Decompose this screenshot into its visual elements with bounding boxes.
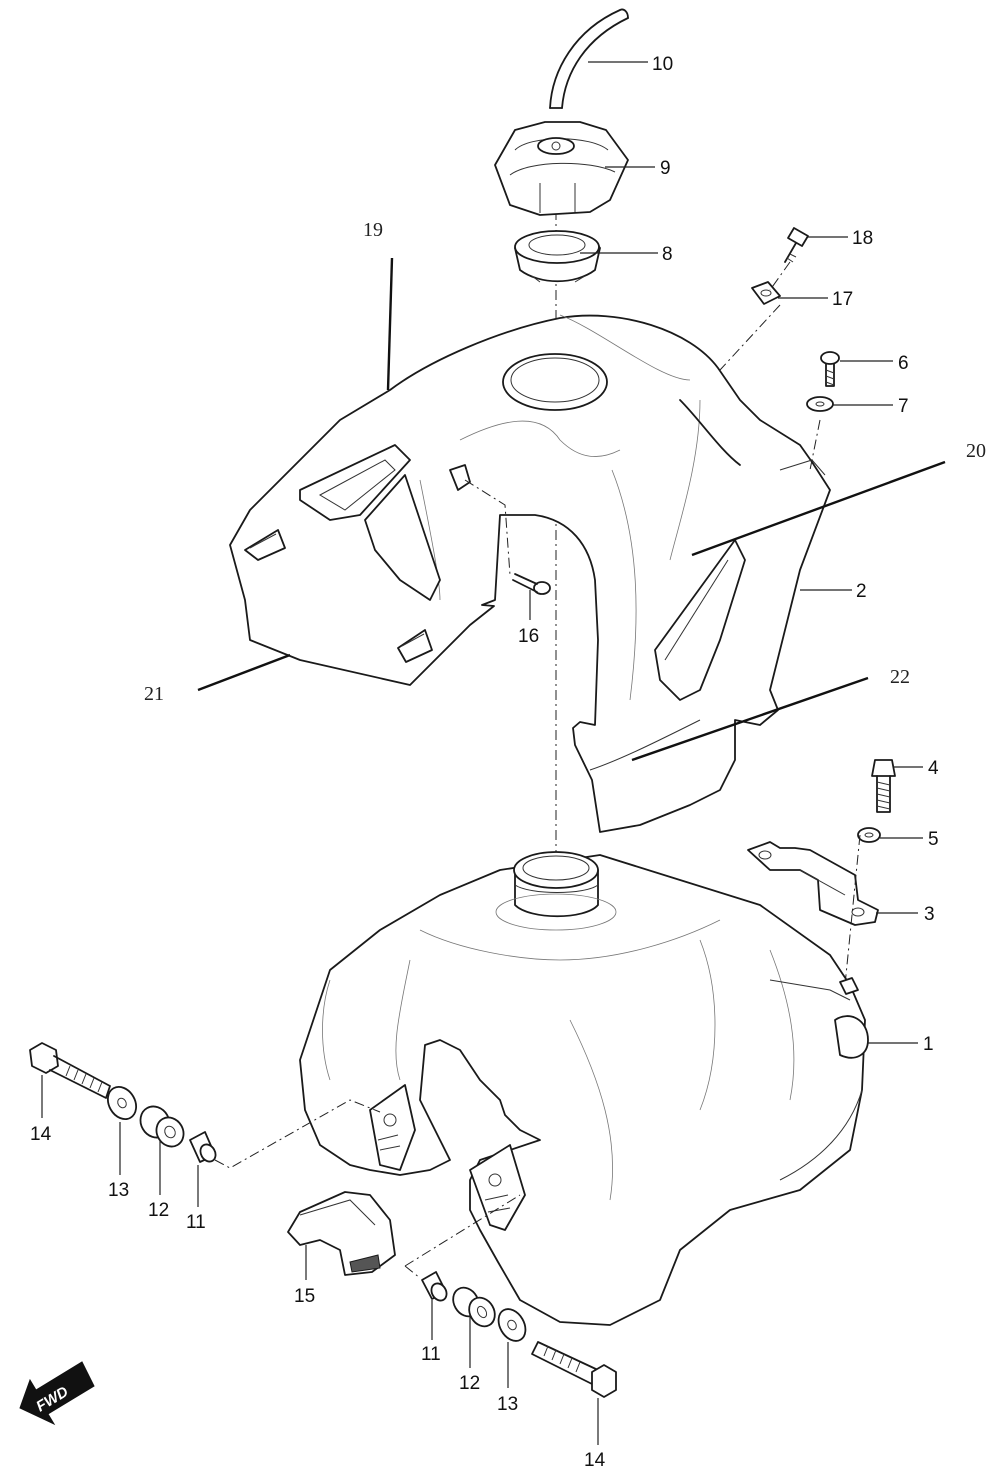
screw-6 [820, 351, 840, 387]
callout-17: 17 [832, 289, 853, 310]
callout-5: 5 [928, 829, 939, 850]
filler-cap [514, 230, 601, 283]
right-mount-axis [404, 1194, 521, 1279]
left-mount-axis [214, 1099, 381, 1169]
lock-washer-5 [857, 827, 881, 843]
breather-hose [549, 8, 629, 109]
fuel-cap-cover [494, 121, 629, 216]
fastener-axis-right [719, 304, 821, 471]
callout-20: 20 [966, 440, 986, 462]
grommet-12-left [139, 1105, 185, 1148]
callout-12-right: 12 [459, 1373, 480, 1394]
callout-16: 16 [518, 626, 539, 647]
callout-14-right: 14 [584, 1450, 606, 1471]
callout-9: 9 [660, 158, 671, 179]
callout-18: 18 [852, 228, 873, 249]
bolt-4 [871, 759, 896, 813]
washer-13-right [497, 1308, 527, 1342]
bracket-3 [747, 841, 879, 926]
leader-lines [41, 61, 946, 1445]
callout-6: 6 [898, 353, 909, 374]
screw-16-axis [464, 479, 511, 576]
callout-7: 7 [898, 396, 909, 417]
fwd-arrow-icon: FWD [19, 1361, 95, 1426]
callout-10: 10 [652, 54, 673, 75]
collar-11-right [421, 1271, 448, 1302]
callout-15: 15 [294, 1286, 315, 1307]
clip-nut-17 [751, 281, 781, 305]
callout-13-left: 13 [108, 1180, 129, 1201]
washer-13-left [106, 1086, 138, 1120]
callout-21: 21 [144, 683, 164, 705]
bolt-14-left [29, 1042, 111, 1099]
callout-4: 4 [928, 758, 939, 779]
callout-1: 1 [923, 1034, 934, 1055]
collar-11-left [189, 1131, 217, 1163]
callout-22: 22 [890, 666, 910, 688]
callout-3: 3 [924, 904, 935, 925]
bracket-axis [844, 834, 861, 986]
callout-11-left: 11 [186, 1212, 206, 1233]
fuel-tank [299, 851, 869, 1326]
callout-8: 8 [662, 244, 673, 265]
tank-shroud [229, 314, 831, 833]
grommet-12-right [452, 1286, 496, 1328]
mount-rubber-15 [287, 1191, 396, 1276]
callout-19: 19 [363, 219, 383, 241]
callout-2: 2 [856, 581, 867, 602]
callout-11-right: 11 [421, 1344, 441, 1365]
callout-labels: 10 9 8 18 17 6 7 2 16 4 5 3 1 14 13 12 1… [30, 54, 986, 1471]
callout-14-left: 14 [30, 1124, 52, 1145]
bolt-14-right [531, 1341, 617, 1398]
screw-16 [512, 573, 551, 595]
screw-18 [784, 227, 809, 263]
callout-13-right: 13 [497, 1394, 518, 1415]
screw-18-axis [769, 261, 791, 291]
washer-7 [806, 396, 834, 412]
callout-12-left: 12 [148, 1200, 169, 1221]
